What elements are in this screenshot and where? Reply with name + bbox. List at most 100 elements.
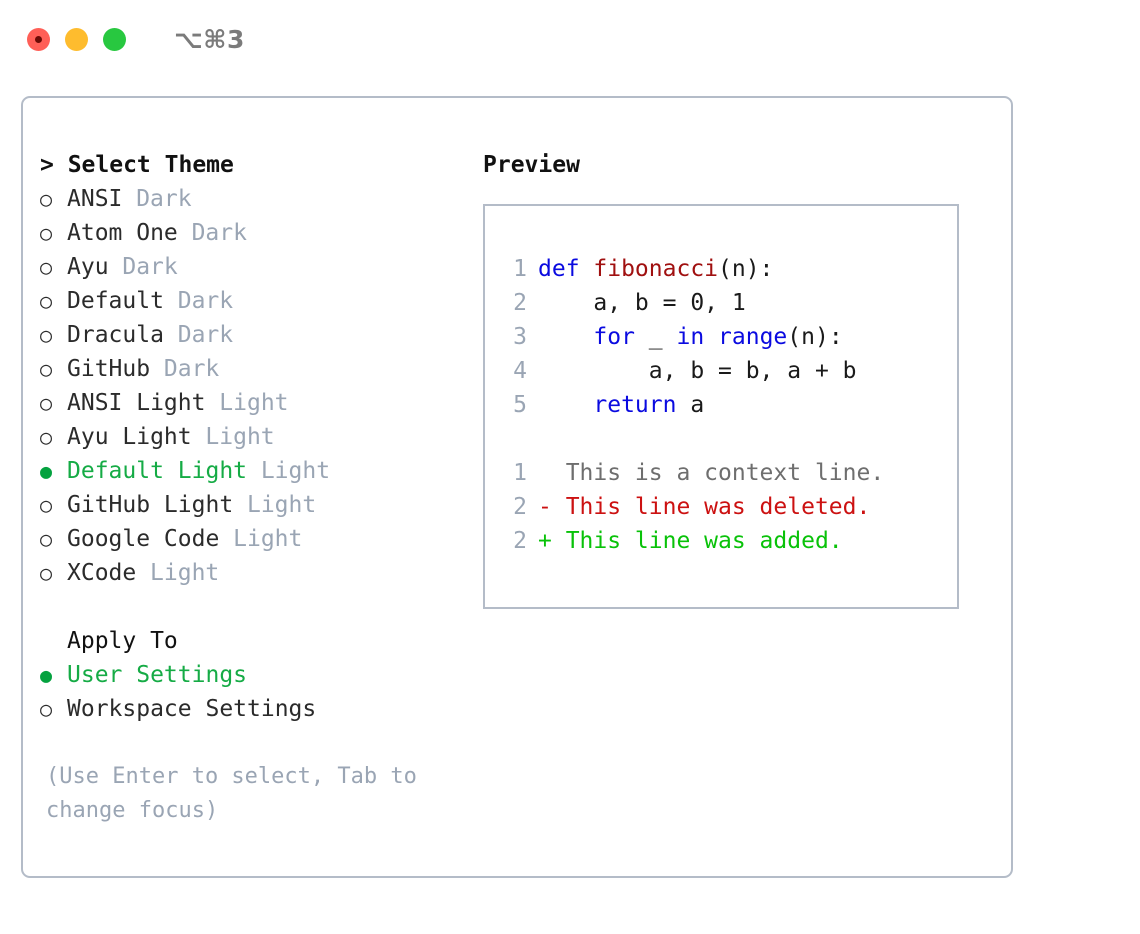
apply-to-option-workspace-settings[interactable]: ○Workspace Settings xyxy=(40,692,483,726)
theme-option-category: Dark xyxy=(163,356,220,382)
theme-option-ayu-light[interactable]: ○ Ayu Light Light xyxy=(40,420,483,454)
line-number: 2 xyxy=(513,494,527,520)
theme-option-github-light[interactable]: ○ GitHub Light Light xyxy=(40,488,483,522)
theme-option-github[interactable]: ○ GitHub Dark xyxy=(40,352,483,386)
line-number: 2 xyxy=(513,290,527,316)
traffic-light-group xyxy=(27,27,126,51)
radio-icon[interactable]: ○ xyxy=(40,527,53,551)
apply-to-option-label: User Settings xyxy=(67,662,248,688)
code-line: 2 a, b = 0, 1 xyxy=(493,286,957,320)
radio-icon[interactable]: ○ xyxy=(40,425,53,449)
diff-line-context: 1 This is a context line. xyxy=(493,456,957,490)
close-window-button[interactable] xyxy=(27,27,50,51)
radio-icon[interactable]: ○ xyxy=(40,289,53,313)
code-token-keyword: return xyxy=(593,392,677,418)
radio-icon[interactable]: ○ xyxy=(40,493,53,517)
theme-option-dracula[interactable]: ○ Dracula Dark xyxy=(40,318,483,352)
theme-option-ayu[interactable]: ○ Ayu Dark xyxy=(40,250,483,284)
theme-option-category: Light xyxy=(246,492,317,518)
code-token-plain: _ xyxy=(634,324,677,350)
theme-option-category: Dark xyxy=(122,254,178,280)
code-line: 5 return a xyxy=(493,388,957,422)
radio-icon-selected[interactable]: ● xyxy=(40,663,53,687)
theme-option-label: Ayu Light xyxy=(67,424,192,450)
radio-icon[interactable]: ○ xyxy=(40,323,53,347)
line-number: 2 xyxy=(513,528,527,554)
theme-option-label: Default xyxy=(67,288,164,314)
window-title: ⌥⌘3 xyxy=(174,24,245,54)
radio-icon[interactable]: ○ xyxy=(40,391,53,415)
line-number: 5 xyxy=(513,392,527,418)
title-bar: ⌥⌘3 xyxy=(0,0,1140,78)
diff-line-text: + This line was added. xyxy=(538,528,843,554)
theme-option-label: Atom One xyxy=(67,220,178,246)
code-token-keyword: in xyxy=(676,324,705,350)
keyboard-hint-text: (Use Enter to select, Tab to change focu… xyxy=(46,764,417,823)
theme-option-category: Light xyxy=(260,458,331,484)
diff-sample: 1 This is a context line. 2 - This line w… xyxy=(493,456,957,558)
heading-indent-spacer: ○ xyxy=(40,624,67,658)
theme-option-category: Light xyxy=(150,560,220,586)
radio-icon[interactable]: ○ xyxy=(40,221,53,245)
line-number: 1 xyxy=(513,460,527,486)
code-line: 4 a, b = b, a + b xyxy=(493,354,957,388)
theme-option-label: ANSI xyxy=(67,186,123,212)
theme-option-label: Dracula xyxy=(67,322,164,348)
list-spacer xyxy=(40,590,483,624)
radio-icon[interactable]: ○ xyxy=(40,561,53,585)
code-token-plain xyxy=(704,320,718,354)
radio-icon[interactable]: ○ xyxy=(40,187,53,211)
code-token-keyword: def xyxy=(538,256,594,282)
maximize-window-button[interactable] xyxy=(103,27,126,51)
code-diff-separator xyxy=(493,422,957,456)
apply-to-heading-label: Apply To xyxy=(67,628,178,654)
code-token-plain: a xyxy=(676,392,705,418)
code-token-plain xyxy=(538,388,593,422)
theme-option-category: Dark xyxy=(191,220,247,246)
theme-option-default[interactable]: ○ Default Dark xyxy=(40,284,483,318)
select-theme-heading-text: > Select Theme xyxy=(40,152,234,178)
select-theme-heading: > Select Theme xyxy=(40,148,483,182)
theme-option-label: Ayu xyxy=(67,254,109,280)
theme-option-category: Dark xyxy=(136,186,192,212)
diff-line-text: - This line was deleted. xyxy=(538,494,871,520)
theme-option-category: Light xyxy=(205,424,275,450)
theme-option-category: Dark xyxy=(177,322,234,348)
theme-option-label: GitHub xyxy=(67,356,151,382)
line-number: 3 xyxy=(513,324,527,350)
radio-icon[interactable]: ○ xyxy=(40,255,53,279)
diff-line-text: This is a context line. xyxy=(538,460,885,486)
line-number: 1 xyxy=(513,256,527,282)
code-token-function: fibonacci xyxy=(593,256,719,282)
theme-option-label: GitHub Light xyxy=(67,492,234,518)
minimize-window-button[interactable] xyxy=(65,27,88,51)
code-sample: 1 def fibonacci (n): 2 a, b = 0, 1 3 for _… xyxy=(493,252,957,422)
code-line: 3 for _ in range(n): xyxy=(493,320,957,354)
theme-option-default-light[interactable]: ● Default Light Light xyxy=(40,454,483,488)
theme-option-ansi[interactable]: ○ ANSI Dark xyxy=(40,182,483,216)
apply-to-option-user-settings[interactable]: ● User Settings xyxy=(40,658,483,692)
radio-icon-selected[interactable]: ● xyxy=(40,459,53,483)
theme-option-category: Dark xyxy=(177,288,234,314)
code-token-plain: a, b = b, a + b xyxy=(538,358,857,384)
radio-icon[interactable]: ○ xyxy=(40,357,53,381)
code-token-plain: (n): xyxy=(787,324,843,350)
theme-option-label: Google Code xyxy=(67,526,220,552)
radio-icon[interactable]: ○ xyxy=(40,697,53,721)
theme-option-label: ANSI Light xyxy=(67,390,206,416)
preview-box: 1 def fibonacci (n): 2 a, b = 0, 1 3 for _… xyxy=(483,204,959,609)
theme-option-atom-one[interactable]: ○ Atom One Dark xyxy=(40,216,483,250)
theme-option-label: Default Light xyxy=(67,458,248,484)
diff-line-added: 2 + This line was added. xyxy=(493,524,957,558)
apply-to-heading: ○Apply To xyxy=(40,624,483,658)
diff-line-deleted: 2 - This line was deleted. xyxy=(493,490,957,524)
code-token-keyword: for xyxy=(593,324,635,350)
